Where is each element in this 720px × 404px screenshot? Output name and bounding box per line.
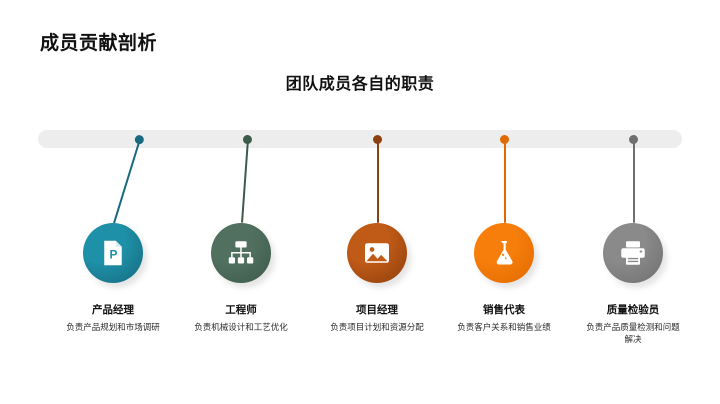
- connector-dot[interactable]: [628, 134, 638, 144]
- icon-bubble-wrap: [347, 223, 411, 288]
- icon-bubble-wrap: [474, 223, 538, 288]
- node-engineer[interactable]: 工程师负责机械设计和工艺优化: [166, 223, 316, 333]
- node-sales-rep[interactable]: 销售代表负责客户关系和销售业绩: [429, 223, 579, 333]
- node-title: 质量检验员: [606, 304, 660, 316]
- connector-dot[interactable]: [242, 134, 252, 144]
- connector-stem: [113, 139, 141, 224]
- printer-icon-bubble[interactable]: [603, 223, 663, 283]
- timeline-rail: [38, 130, 682, 148]
- image-icon-bubble[interactable]: [347, 223, 407, 283]
- connector-stem: [504, 139, 506, 223]
- node-description: 负责项目计划和资源分配: [330, 322, 424, 332]
- node-description: 负责客户关系和销售业绩: [457, 322, 551, 332]
- node-title: 工程师: [225, 304, 257, 316]
- connector-stem: [633, 139, 635, 223]
- node-quality-inspector[interactable]: 质量检验员负责产品质量检测和问题解决: [558, 223, 708, 345]
- flask-icon: [496, 241, 513, 265]
- printer-icon: [621, 241, 645, 265]
- connector-stem: [241, 139, 249, 224]
- hierarchy-icon: [228, 241, 254, 264]
- node-title: 项目经理: [356, 304, 398, 316]
- node-description: 负责产品质量检测和问题解决: [586, 322, 680, 344]
- node-title: 产品经理: [92, 304, 134, 316]
- node-title: 销售代表: [483, 304, 525, 316]
- icon-bubble-wrap: P: [83, 223, 147, 288]
- image-icon: [365, 243, 389, 263]
- icon-bubble-wrap: [603, 223, 667, 288]
- connector-dot[interactable]: [499, 134, 509, 144]
- svg-text:P: P: [110, 248, 118, 262]
- node-project-manager[interactable]: 项目经理负责项目计划和资源分配: [302, 223, 452, 333]
- node-product-manager[interactable]: P 产品经理负责产品规划和市场调研: [38, 223, 188, 333]
- flask-icon-bubble[interactable]: [474, 223, 534, 283]
- node-description: 负责机械设计和工艺优化: [194, 322, 288, 332]
- document-p-icon: P: [104, 240, 122, 266]
- icon-bubble-wrap: [211, 223, 275, 288]
- connector-dot[interactable]: [372, 134, 382, 144]
- document-p-icon-bubble[interactable]: P: [83, 223, 143, 283]
- hierarchy-icon-bubble[interactable]: [211, 223, 271, 283]
- page-title: 成员贡献剖析: [40, 33, 158, 54]
- page-subtitle: 团队成员各自的职责: [285, 76, 435, 93]
- node-description: 负责产品规划和市场调研: [66, 322, 160, 332]
- connector-stem: [377, 139, 379, 223]
